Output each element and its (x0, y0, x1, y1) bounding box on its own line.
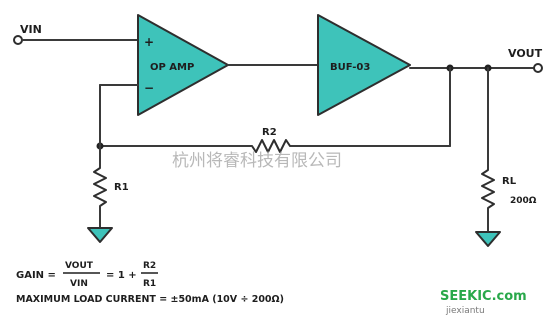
gain-numerator: VOUT (65, 261, 94, 271)
op-amp-minus: − (144, 81, 154, 95)
watermark-chinese: 杭州将睿科技有限公司 (172, 151, 342, 171)
gain-prefix: GAIN = (16, 270, 56, 281)
vout-terminal (533, 63, 543, 73)
watermark-domain: jiexiantu (445, 306, 485, 316)
op-amp-label: OP AMP (150, 62, 194, 73)
r1-ground-symbol (87, 227, 113, 243)
rl-label: RL (502, 176, 517, 187)
r1-label: R1 (114, 182, 129, 193)
ratio-denominator: R1 (143, 279, 156, 289)
vin-label: VIN (20, 23, 42, 36)
vout-label: VOUT (508, 47, 543, 60)
buffer-triangle (317, 14, 411, 116)
r1-resistor (93, 167, 107, 207)
op-amp-triangle (137, 14, 229, 116)
r2-resistor (251, 139, 291, 153)
rl-value: 200Ω (510, 196, 537, 206)
rl-ground-symbol (475, 231, 501, 247)
rl-resistor (481, 169, 495, 209)
gain-denominator: VIN (70, 279, 88, 289)
ratio-numerator: R2 (143, 261, 156, 271)
gain-middle: = 1 + (106, 270, 137, 281)
buffer-label: BUF-03 (330, 62, 370, 73)
vin-terminal (13, 35, 23, 45)
watermark-brand: SEEKIC.com (440, 289, 527, 304)
r2-label: R2 (262, 127, 277, 138)
op-amp-plus: + (144, 35, 154, 49)
max-load-current: MAXIMUM LOAD CURRENT = ±50mA (10V ÷ 200Ω… (16, 294, 284, 305)
